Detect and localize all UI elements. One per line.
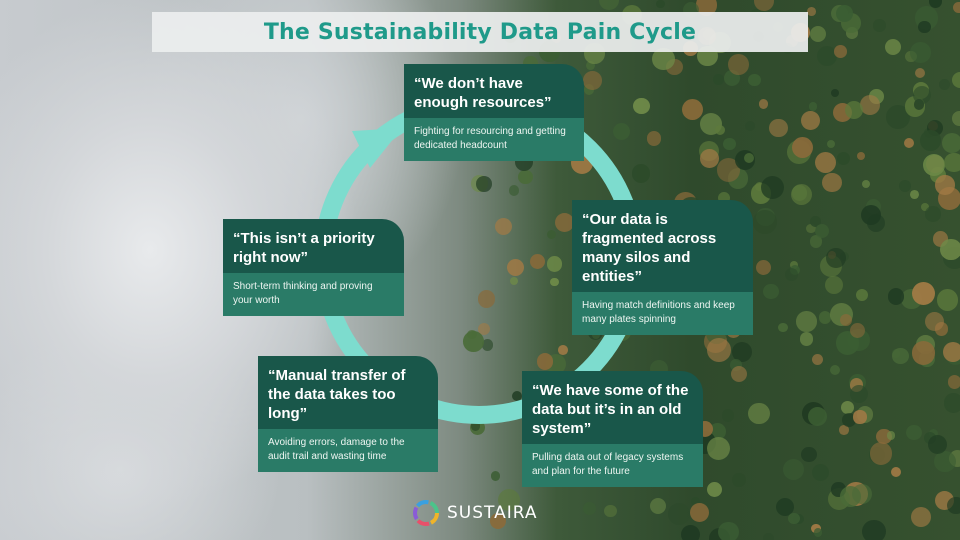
card-fragmented: “Our data is fragmented across many silo… — [572, 200, 753, 335]
card-manual-transfer: “Manual transfer of the data takes too l… — [258, 356, 438, 472]
card-quote: “We have some of the data but it’s in an… — [522, 371, 703, 444]
card-description: Having match definitions and keep many p… — [572, 292, 753, 335]
card-quote: “This isn’t a priority right now” — [223, 219, 404, 273]
card-description: Fighting for resourcing and getting dedi… — [404, 118, 584, 161]
sustaira-logo-icon — [411, 498, 441, 528]
card-priority: “This isn’t a priority right now” Short-… — [223, 219, 404, 316]
sustaira-logo: SUSTAIRA — [411, 498, 538, 528]
card-description: Avoiding errors, damage to the audit tra… — [258, 429, 438, 472]
card-quote: “We don’t have enough resources” — [404, 64, 584, 118]
card-resources: “We don’t have enough resources” Fightin… — [404, 64, 584, 161]
card-description: Pulling data out of legacy systems and p… — [522, 444, 703, 487]
card-description: Short-term thinking and proving your wor… — [223, 273, 404, 316]
card-quote: “Manual transfer of the data takes too l… — [258, 356, 438, 429]
card-quote: “Our data is fragmented across many silo… — [572, 200, 753, 292]
brand-name: SUSTAIRA — [447, 503, 538, 523]
card-old-system: “We have some of the data but it’s in an… — [522, 371, 703, 487]
